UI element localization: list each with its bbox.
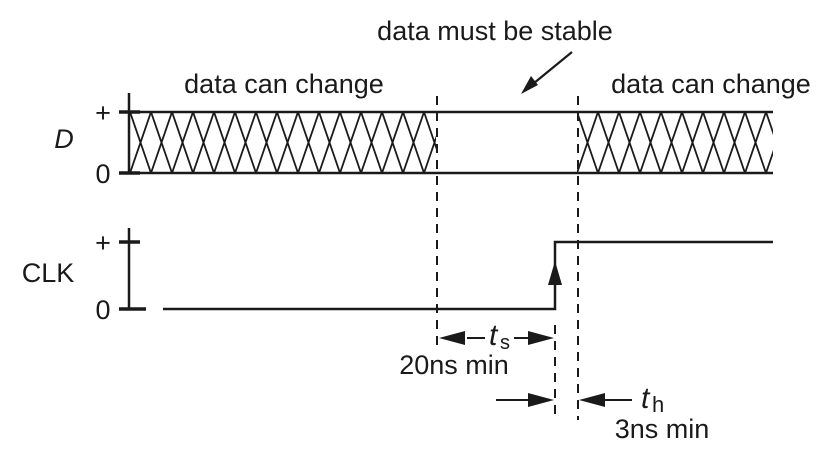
hatch-line — [723, 112, 746, 173]
setup-subscript: s — [500, 332, 510, 354]
hatch-line — [130, 170, 131, 173]
hatch-line — [276, 112, 299, 173]
clk-high-label: + — [95, 228, 111, 258]
hatch-line — [130, 112, 131, 115]
clk-waveform — [163, 240, 773, 311]
change-right-label: data can change — [611, 69, 811, 99]
hatch-line — [639, 112, 662, 173]
hatch-line — [577, 170, 578, 173]
d-high-label: + — [95, 98, 111, 128]
d-signal-name: D — [54, 124, 74, 154]
hatch-line — [445, 112, 466, 173]
hatch-line — [130, 112, 152, 173]
clk-low-label: 0 — [95, 295, 110, 325]
hold-symbol: t — [641, 382, 651, 415]
hatch-line — [318, 112, 341, 173]
hatch-line — [744, 112, 767, 173]
stable-pointer-arrow — [521, 51, 573, 94]
hatch-line — [535, 112, 556, 173]
hatch-line — [765, 112, 773, 136]
hatch-line — [702, 112, 725, 173]
hatch-line — [171, 112, 194, 173]
hatch-line — [787, 112, 808, 173]
hatch-line — [681, 112, 704, 173]
hatch-line — [192, 112, 215, 173]
change-left-label: data can change — [184, 69, 384, 99]
hatch-line — [150, 112, 173, 173]
hatch-line — [787, 112, 808, 173]
hold-time-dimension — [496, 393, 632, 407]
stable-label: data must be stable — [377, 16, 613, 46]
hatch-line — [765, 149, 773, 173]
hatch-line — [445, 112, 466, 173]
hatch-line — [255, 112, 278, 173]
setup-time-dimension — [439, 331, 554, 345]
hatch-line — [381, 112, 404, 173]
hatch-line — [234, 112, 257, 173]
hatch-line — [339, 112, 362, 173]
hatch-line — [577, 112, 578, 115]
clk-axis — [119, 228, 146, 311]
hold-subscript: h — [652, 392, 664, 417]
hatch-line — [297, 112, 320, 173]
d-hatch-right — [535, 112, 808, 173]
hatch-line — [423, 112, 436, 150]
hatch-line — [535, 112, 556, 173]
hatch-line — [660, 112, 683, 173]
clk-signal-name: CLK — [22, 258, 75, 288]
setup-value: 20ns min — [399, 350, 509, 380]
rising-edge-arrow-icon — [548, 261, 562, 285]
hatch-line — [618, 112, 641, 173]
hatch-line — [360, 112, 383, 173]
hatch-line — [402, 112, 425, 173]
d-low-label: 0 — [95, 159, 110, 189]
hatch-line — [577, 112, 599, 173]
hatch-line — [597, 112, 620, 173]
hold-value: 3ns min — [615, 414, 710, 444]
setup-symbol: t — [489, 319, 499, 352]
hatch-line — [213, 112, 236, 173]
d-hatch-left — [130, 112, 466, 173]
